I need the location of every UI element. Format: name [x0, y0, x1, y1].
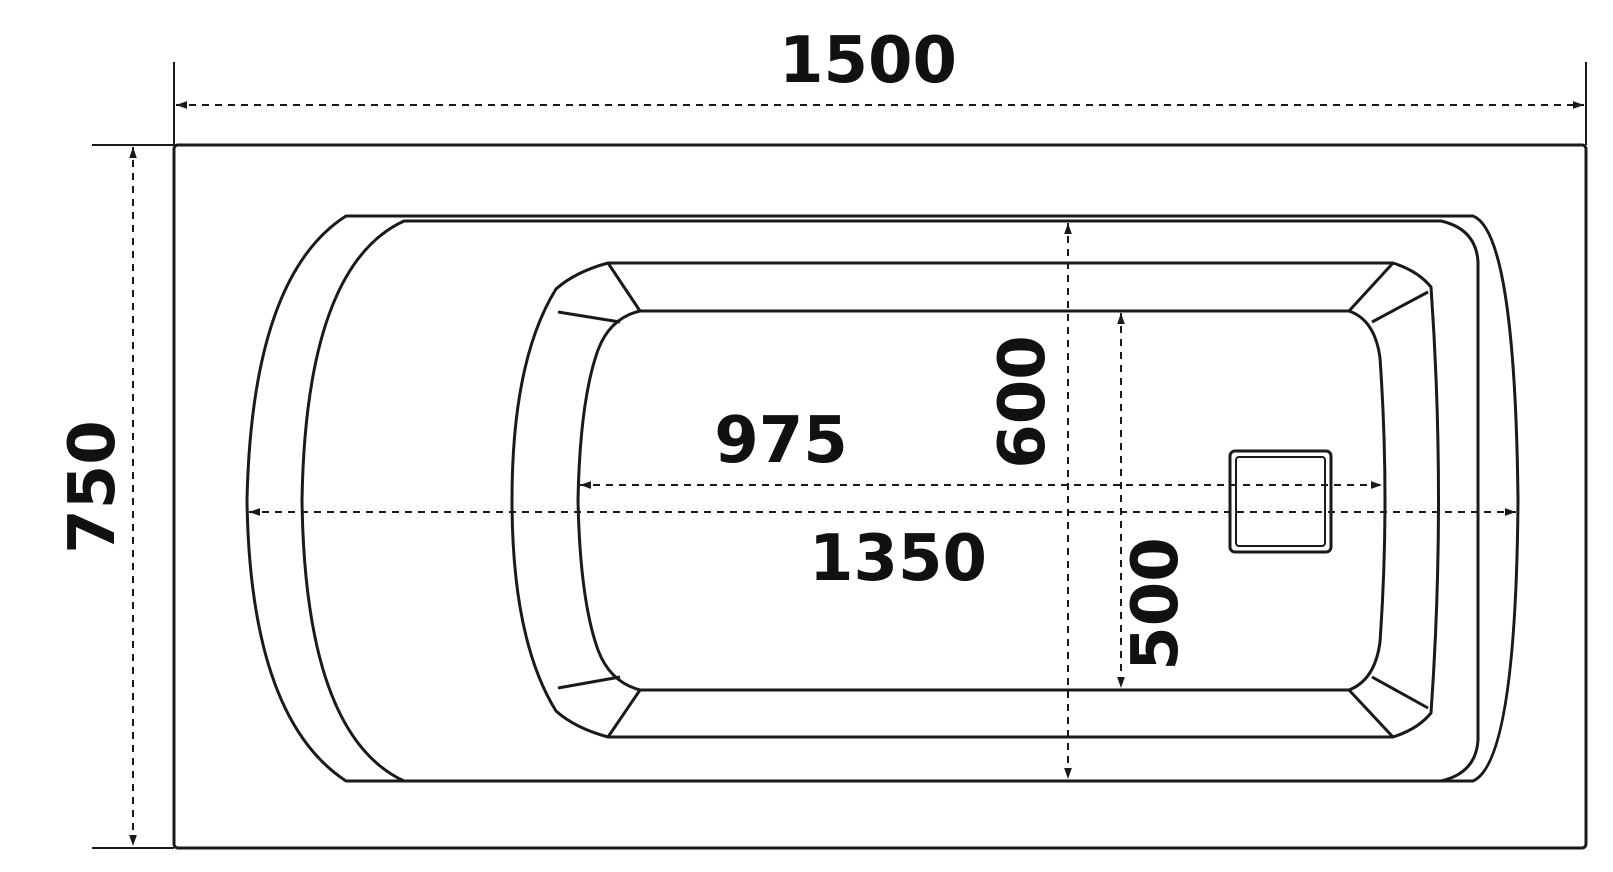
label-overall-length: 1500 — [779, 24, 957, 98]
tub-rim-inner-outline — [300, 219, 1480, 783]
corner-line-bottom-right-1 — [1347, 688, 1395, 739]
corner-line-top-right-2 — [1371, 290, 1429, 324]
label-inner-width: 600 — [986, 335, 1060, 469]
tub-outer-rim — [172, 143, 1588, 850]
corner-line-bottom-left-1 — [606, 689, 642, 738]
corner-line-bottom-right-2 — [1371, 675, 1429, 710]
basin-bottom-outline — [576, 309, 1387, 692]
label-overall-width: 750 — [56, 420, 130, 554]
corner-line-top-right-1 — [1347, 261, 1395, 313]
corner-line-top-left-1 — [606, 262, 642, 312]
drain-outer — [1228, 449, 1333, 554]
label-inner-length: 1350 — [809, 522, 987, 596]
drain-inner — [1235, 456, 1326, 547]
label-bottom-length: 975 — [714, 404, 848, 478]
basin-top-outline — [510, 261, 1440, 739]
tub-deck-outline — [245, 214, 1520, 783]
corner-line-bottom-left-2 — [557, 675, 621, 690]
corner-line-top-left-2 — [557, 310, 621, 324]
label-bottom-width: 500 — [1119, 537, 1193, 671]
